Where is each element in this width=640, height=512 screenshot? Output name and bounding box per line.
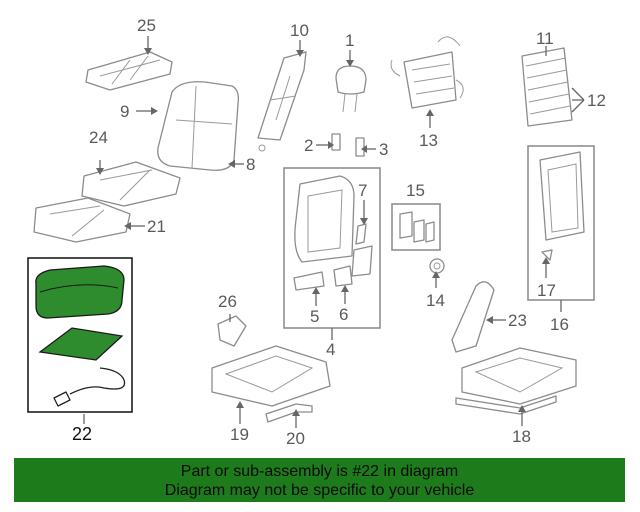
part-17-clip[interactable] [541,249,553,261]
callout-9: 9 [120,102,129,121]
part-22-sensor-mat[interactable] [38,327,124,361]
callout-14: 14 [426,291,445,310]
callout-24: 24 [89,128,108,147]
callout-15: 15 [406,181,425,200]
part-19-seat-frame[interactable] [211,345,331,407]
part-22-wire-harness[interactable] [53,367,126,407]
callout-labels: 25 9 8 10 1 2 3 13 11 12 24 21 7 15 5 6 … [72,16,606,448]
callout-16: 16 [550,315,569,334]
part-3-headrest-guide[interactable] [355,137,365,157]
callout-13: 13 [419,131,438,150]
part-7-lever[interactable] [351,223,373,277]
part-21-cushion-cover[interactable] [33,197,131,243]
part-2-headrest-guide[interactable] [331,133,341,151]
callout-4: 4 [326,340,335,359]
part-11-lumbar-support[interactable] [521,47,573,127]
callout-10: 10 [290,21,309,40]
callout-25: 25 [137,16,156,35]
banner-line-2: Diagram may not be specific to your vehi… [164,482,475,499]
callout-21: 21 [147,217,166,236]
group-box-15 [391,203,441,251]
part-26-cover[interactable] [217,315,247,347]
callout-23: 23 [508,311,527,330]
part-10-back-panel[interactable] [257,51,307,152]
callout-3: 3 [379,140,388,159]
part-15-switch-set[interactable] [399,211,435,243]
callout-12: 12 [587,91,606,110]
part-20-bracket[interactable] [265,403,313,423]
banner-line-1: Part or sub-assembly is #22 in diagram [180,463,459,480]
part-18-seat-adjuster[interactable] [455,347,577,415]
callout-26: 26 [218,292,237,311]
part-23-side-trim[interactable] [451,281,495,353]
callout-18: 18 [512,427,531,446]
callout-17: 17 [537,281,556,300]
callout-19: 19 [230,425,249,444]
callout-7: 7 [358,181,367,200]
part-6-recliner-cover[interactable] [333,265,353,287]
callout-5: 5 [310,307,319,326]
callout-2: 2 [304,136,313,155]
part-24-cushion-pad[interactable] [81,161,181,207]
callout-8: 8 [246,155,255,174]
leader-lines [83,36,585,428]
part-14-knob[interactable] [429,258,445,274]
seat-parts-diagram: 25 9 8 10 1 2 3 13 11 12 24 21 7 15 5 6 … [27,16,606,448]
part-1-headrest[interactable] [335,65,367,113]
part-5-recliner-bracket[interactable] [293,271,325,291]
seat-back-frame[interactable] [294,175,355,263]
part-25-seat-cover-pad[interactable] [85,51,173,91]
callout-1: 1 [345,31,354,50]
info-banner: Part or sub-assembly is #22 in diagram D… [14,458,625,502]
part-9-seat-back-cover[interactable] [157,81,240,171]
callout-20: 20 [286,429,305,448]
part-16-seat-back-panel[interactable] [539,151,585,241]
callout-6: 6 [339,305,348,324]
part-13-seat-heater[interactable] [390,36,464,109]
part-22-cushion-highlighted[interactable] [35,265,125,319]
callout-11: 11 [536,29,554,48]
callout-22: 22 [72,424,92,444]
group-box-22 [27,257,133,413]
